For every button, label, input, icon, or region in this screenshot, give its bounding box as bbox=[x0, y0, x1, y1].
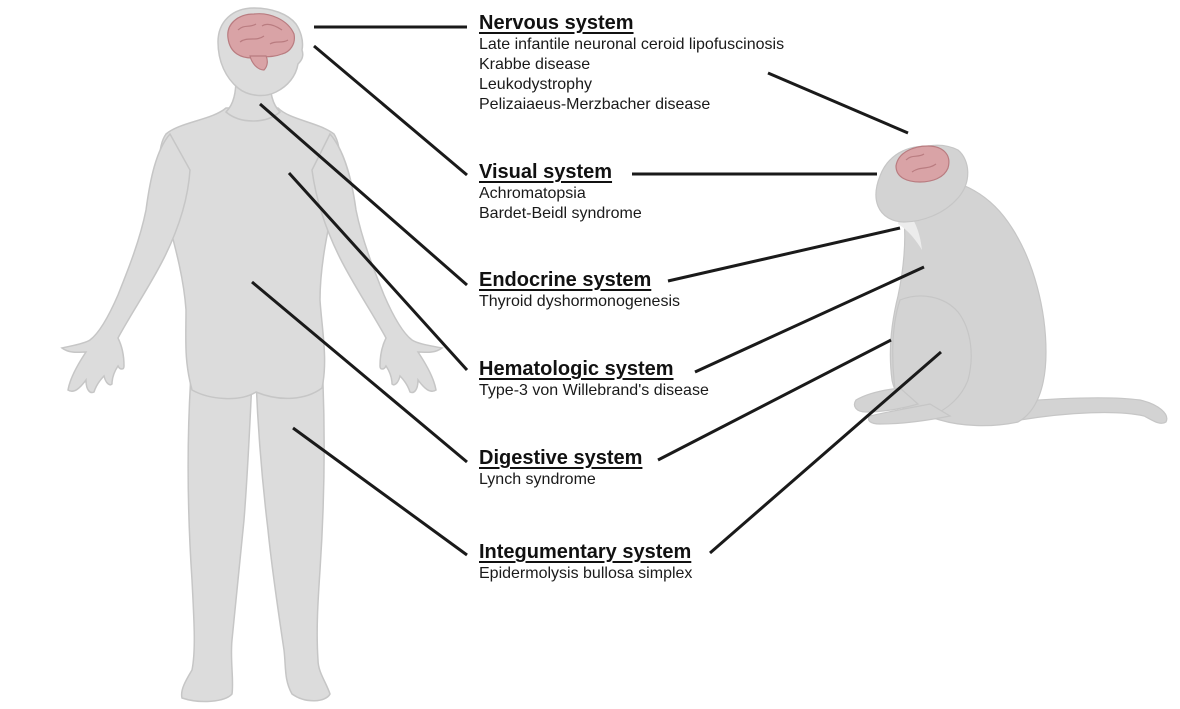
integumentary-system-group: Integumentary system Epidermolysis bullo… bbox=[479, 540, 692, 584]
human-left-leg bbox=[180, 358, 253, 703]
monkey-brain-icon bbox=[895, 145, 950, 183]
monkey-foot bbox=[867, 403, 952, 425]
visual-system-group: Visual system Achromatopsia Bardet-Beidl… bbox=[479, 160, 642, 224]
endocrine-system-group: Endocrine system Thyroid dyshormonogenes… bbox=[479, 268, 680, 312]
visual-system-title: Visual system bbox=[479, 161, 613, 183]
monkey-figure bbox=[853, 144, 1168, 427]
hematologic-system-title: Hematologic system bbox=[479, 358, 674, 380]
connector-nervous-monkey bbox=[767, 71, 909, 135]
connector-visual-human bbox=[313, 44, 468, 177]
monkey-tail bbox=[1009, 397, 1168, 424]
connector-hematologic-monkey bbox=[694, 265, 925, 374]
digestive-system-item: Lynch syndrome bbox=[479, 471, 596, 488]
nervous-system-group: Nervous system Late infantile neuronal c… bbox=[479, 11, 784, 115]
connector-endocrine-human bbox=[259, 102, 468, 287]
integumentary-system-title: Integumentary system bbox=[479, 541, 692, 563]
connector-endocrine-monkey bbox=[667, 226, 901, 283]
hematologic-system-item: Type-3 von Willebrand's disease bbox=[479, 382, 709, 399]
connector-digestive-human bbox=[251, 280, 468, 464]
connector-digestive-monkey bbox=[657, 338, 892, 462]
nervous-system-item: Leukodystrophy bbox=[479, 76, 592, 93]
connector-integumentary-monkey bbox=[709, 350, 942, 555]
endocrine-system-item: Thyroid dyshormonogenesis bbox=[479, 293, 680, 310]
digestive-system-group: Digestive system Lynch syndrome bbox=[479, 446, 642, 490]
human-right-arm bbox=[311, 132, 444, 394]
nervous-system-item: Pelizaiaeus-Merzbacher disease bbox=[479, 96, 711, 113]
visual-system-item: Achromatopsia bbox=[479, 185, 586, 202]
nervous-system-title: Nervous system bbox=[479, 12, 634, 34]
visual-system-item: Bardet-Beidl syndrome bbox=[479, 205, 642, 222]
integumentary-system-item: Epidermolysis bullosa simplex bbox=[479, 565, 693, 582]
connector-integumentary-human bbox=[292, 426, 468, 557]
endocrine-system-title: Endocrine system bbox=[479, 269, 652, 291]
digestive-system-title: Digestive system bbox=[479, 447, 643, 469]
human-brain-icon bbox=[227, 13, 295, 71]
connector-lines bbox=[251, 25, 942, 557]
hematologic-system-group: Hematologic system Type-3 von Willebrand… bbox=[479, 357, 709, 401]
monkey-leg bbox=[892, 295, 972, 417]
nervous-system-item: Krabbe disease bbox=[479, 56, 591, 73]
connector-hematologic-human bbox=[287, 171, 469, 372]
nervous-system-item: Late infantile neuronal ceroid lipofusci… bbox=[479, 36, 785, 53]
human-figure bbox=[60, 7, 444, 703]
human-right-leg bbox=[255, 359, 331, 702]
human-left-arm bbox=[60, 132, 191, 394]
